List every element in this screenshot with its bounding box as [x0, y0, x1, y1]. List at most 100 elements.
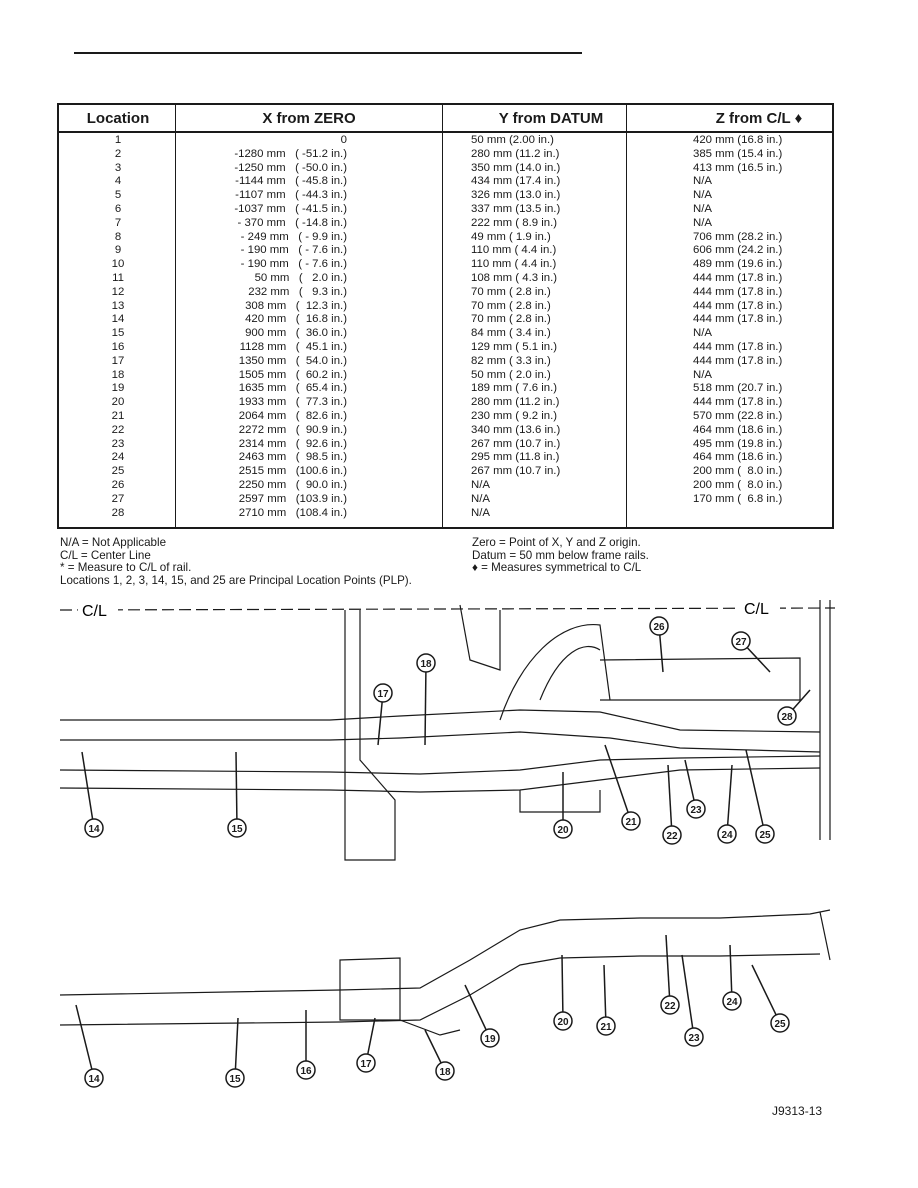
cell-location: 17 [111, 354, 125, 367]
centerline-label-bg [740, 596, 780, 616]
note-line: N/A = Not Applicable [60, 536, 167, 549]
callout-label: 24 [721, 830, 733, 841]
table-row: 10- 190 mm ( - 7.6 in.)110 mm ( 4.4 in.)… [59, 258, 832, 272]
note-line: Datum = 50 mm below frame rails. [472, 548, 649, 562]
cell-location: 14 [111, 313, 125, 326]
callout-label: 22 [664, 1001, 676, 1012]
cell-y: 50 mm ( 2.0 in.) [471, 368, 551, 381]
cell-location: 12 [111, 285, 125, 298]
cell-location: 1 [114, 134, 122, 146]
cell-y: 108 mm ( 4.3 in.) [471, 271, 558, 284]
cell-location: 19 [111, 382, 125, 395]
cell-z: N/A [693, 327, 712, 340]
column-divider [175, 105, 176, 527]
callout-label: 18 [439, 1067, 451, 1078]
cell-x: 0 [340, 134, 347, 146]
cell-location: 6 [114, 202, 122, 215]
table-row: 2-1280 mm ( -51.2 in.)280 mm (11.2 in.)3… [59, 148, 832, 162]
column-divider [442, 105, 443, 527]
cell-y: N/A [471, 492, 490, 505]
note-line: Locations 1, 2, 3, 14, 15, and 25 are Pr… [60, 573, 412, 587]
cell-y: 267 mm (10.7 in.) [471, 437, 561, 450]
side-view-callouts [75, 934, 790, 1088]
callout-label: 20 [557, 1017, 569, 1028]
cell-y: 326 mm (13.0 in.) [471, 189, 561, 202]
cell-z: 444 mm (17.8 in.) [693, 271, 783, 284]
table-row: 11 50 mm ( 2.0 in.) 108 mm ( 4.3 in.) 444 m… [59, 272, 832, 286]
cell-x: 2597 mm (103.9 in.) [238, 492, 347, 505]
top-view-callout-labels: 14 15 17 18 20 21 22 23 24 25 26 27 28 [88, 622, 793, 842]
cell-z: 444 mm (17.8 in.) [693, 354, 783, 367]
cell-y: 50 mm (2.00 in.) [471, 134, 554, 146]
cell-z: 495 mm (19.8 in.) [693, 437, 783, 450]
callout-label: 17 [360, 1059, 372, 1070]
cell-z: 200 mm ( 8.0 in.) [693, 465, 783, 478]
cell-y: 222 mm ( 8.9 in.) [471, 216, 558, 229]
cell-y: 70 mm ( 2.8 in.) [471, 285, 551, 298]
cell-location: 5 [114, 189, 122, 202]
cell-y: 189 mm ( 7.6 in.) [471, 382, 558, 395]
cell-x: 2064 mm ( 82.6 in.) [238, 409, 347, 422]
centerline-label: C/L [744, 601, 769, 618]
figure-id: J9313-13 [772, 1104, 823, 1118]
cell-x: 1933 mm ( 77.3 in.) [238, 396, 347, 409]
callout-label: 16 [300, 1066, 312, 1077]
cell-z: 570 mm (22.8 in.) [693, 409, 783, 422]
cell-y: N/A [471, 478, 490, 491]
cell-z: N/A [693, 175, 712, 188]
table-row: 8- 249 mm ( - 9.9 in.)49 mm ( 1.9 in.)70… [59, 231, 832, 245]
cell-x: 50 mm ( 2.0 in.) [254, 271, 347, 284]
cell-z: 200 mm ( 8.0 in.) [693, 478, 783, 491]
table-row: 4-1144 mm ( -45.8 in.)434 mm (17.4 in.)N… [59, 175, 832, 189]
callout-label: 25 [774, 1019, 786, 1030]
cell-location: 20 [111, 396, 125, 409]
cell-y: 280 mm (11.2 in.) [471, 147, 560, 160]
cell-z: N/A [693, 189, 712, 202]
cell-y: 434 mm (17.4 in.) [471, 175, 561, 188]
cell-location: 13 [111, 299, 125, 312]
frame-rail-top-view [59, 600, 831, 861]
cell-z: N/A [693, 202, 712, 215]
callout-label: 14 [88, 824, 100, 835]
cell-z: 444 mm (17.8 in.) [693, 285, 783, 298]
cell-z: 444 mm (17.8 in.) [693, 313, 783, 326]
table-row: 5-1107 mm ( -44.3 in.)326 mm (13.0 in.)N… [59, 189, 832, 203]
cell-location: 4 [114, 175, 122, 188]
centerline-label: C/L [82, 603, 107, 620]
cell-x: 2463 mm ( 98.5 in.) [238, 451, 347, 464]
cell-location: 28 [111, 506, 125, 519]
cell-location: 11 [112, 271, 124, 284]
cell-location: 16 [111, 340, 125, 353]
cell-y: 70 mm ( 2.8 in.) [471, 313, 551, 326]
cell-location: 27 [111, 492, 125, 505]
header-z: Z from C/L ♦ [715, 110, 803, 127]
callout-label: 23 [688, 1033, 700, 1044]
notes-right: Zero = Point of X, Y and Z origin. Datum… [472, 536, 649, 575]
table-header: Location X from ZERO Y from DATUM Z from… [59, 105, 832, 133]
top-view-callouts [81, 616, 811, 845]
cell-location: 8 [114, 230, 122, 243]
cell-y: 49 mm ( 1.9 in.) [471, 230, 551, 243]
cell-location: 2 [114, 147, 122, 160]
cell-location: 21 [111, 409, 125, 422]
cell-z: 464 mm (18.6 in.) [693, 423, 783, 436]
cell-y: 340 mm (13.6 in.) [471, 423, 561, 436]
callout-label: 15 [231, 824, 243, 835]
cell-x: -1037 mm ( -41.5 in.) [234, 202, 347, 215]
table-row: 7- 370 mm ( -14.8 in.)222 mm ( 8.9 in.)N… [59, 217, 832, 231]
cell-z: 413 mm (16.5 in.) [693, 161, 783, 174]
notes-left: N/A = Not Applicable C/L = Center Line *… [60, 536, 412, 587]
cell-x: - 190 mm ( - 7.6 in.) [240, 258, 347, 271]
cell-y: 82 mm ( 3.3 in.) [471, 354, 551, 367]
cell-z: 518 mm (20.7 in.) [693, 382, 783, 395]
